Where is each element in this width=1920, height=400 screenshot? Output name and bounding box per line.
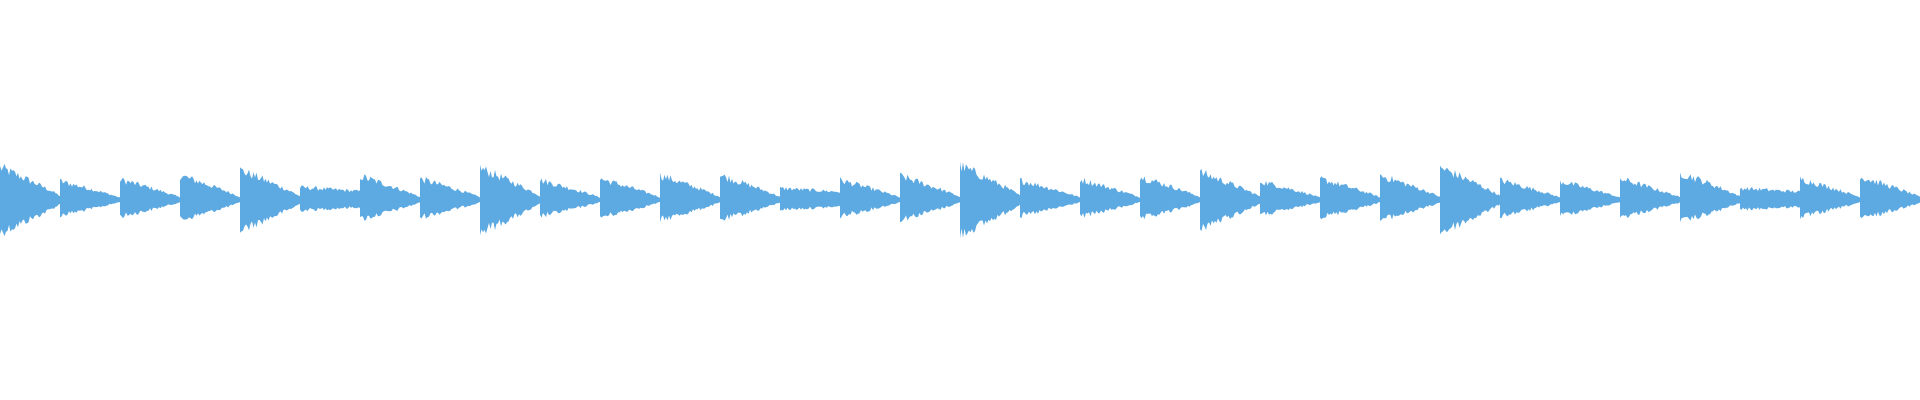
waveform-onset-24	[1380, 174, 1440, 221]
waveform-onset-16	[900, 172, 960, 223]
waveform-onset-26	[1500, 177, 1560, 219]
waveform-onset-2	[60, 178, 120, 218]
waveform-onset-29	[1680, 172, 1740, 223]
waveform-onset-32	[1860, 177, 1920, 219]
waveform-onset-19	[1080, 177, 1140, 218]
waveform-onset-8	[420, 177, 480, 219]
waveform-center-line	[0, 198, 1920, 202]
waveform-onset-31	[1800, 176, 1860, 220]
waveform-onset-12	[660, 172, 720, 223]
waveform-onset-23	[1320, 176, 1380, 220]
waveform-onset-18	[1020, 177, 1080, 218]
waveform-onset-4	[180, 175, 240, 220]
waveform-onset-13	[720, 174, 780, 221]
waveform-onset-3	[120, 177, 180, 219]
waveform-onset-7	[360, 174, 420, 221]
waveform-onset-20	[1140, 176, 1200, 220]
waveform-onset-15	[840, 177, 900, 219]
waveform-onset-10	[540, 178, 600, 218]
waveform-onset-11	[600, 178, 660, 218]
waveform-onset-28	[1620, 177, 1680, 218]
